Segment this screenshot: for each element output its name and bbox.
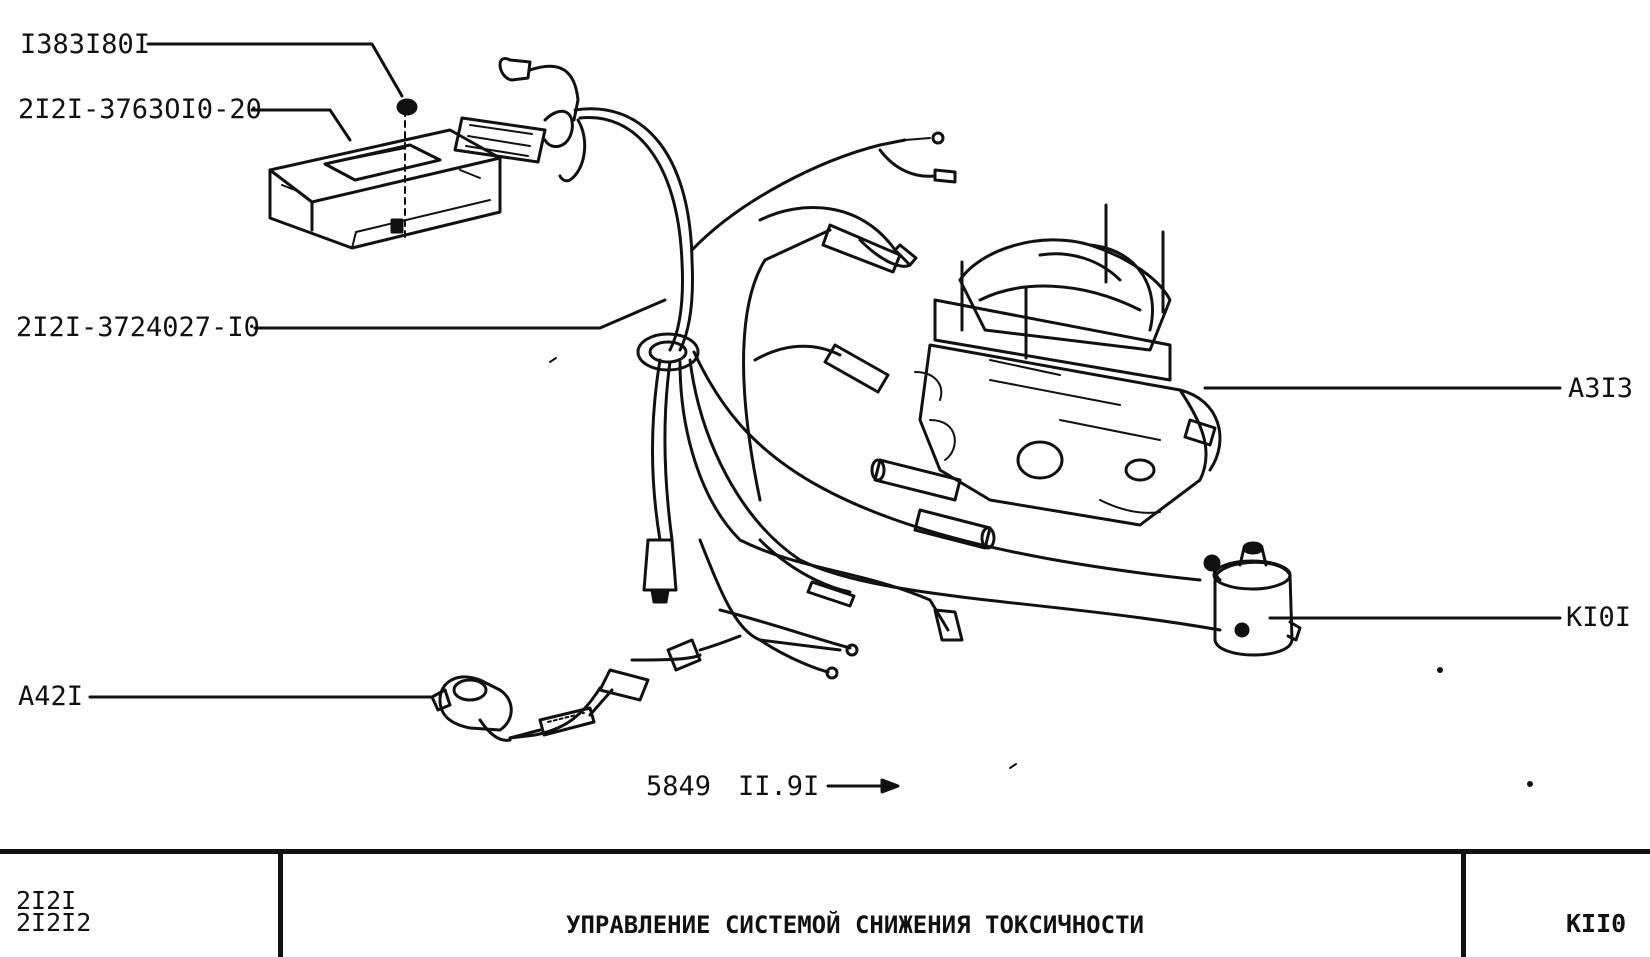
- figure-number: 5849: [646, 771, 712, 802]
- carburetor-drawing: [870, 203, 1222, 550]
- figure-date: II.9I: [738, 771, 820, 802]
- callout-sensor: A42I: [18, 681, 84, 712]
- wiring-harness-drawing: [453, 57, 1222, 740]
- leader-lines: [88, 42, 1562, 699]
- sensor-drawing: [430, 675, 614, 742]
- control-unit-drawing: [268, 98, 502, 250]
- scan-specks: [549, 357, 1533, 787]
- callout-harness: 2I2I-3724027-I0: [16, 312, 260, 343]
- callout-control-unit: 2I2I-3763OI0-20: [18, 94, 262, 125]
- title-block-top-border: [0, 849, 1650, 854]
- figure-ref-arrow: [826, 778, 900, 794]
- drawing-title: УПРАВЛЕНИЕ СИСТЕМОЙ СНИЖЕНИЯ ТОКСИЧНОСТИ: [566, 911, 1144, 939]
- ignition-coil-drawing: [1203, 541, 1302, 657]
- title-block-divider-right: [1461, 849, 1466, 957]
- model-code-2: 2I2I2: [16, 908, 92, 937]
- callout-fastener: I383I80I: [20, 29, 151, 60]
- callout-coil: KI0I: [1566, 602, 1632, 633]
- title-block-divider-left: [278, 849, 283, 957]
- model-code-1: 2I2I: [16, 886, 77, 915]
- callout-carburetor: A3I3: [1568, 373, 1634, 404]
- group-code: KII0: [1566, 909, 1627, 938]
